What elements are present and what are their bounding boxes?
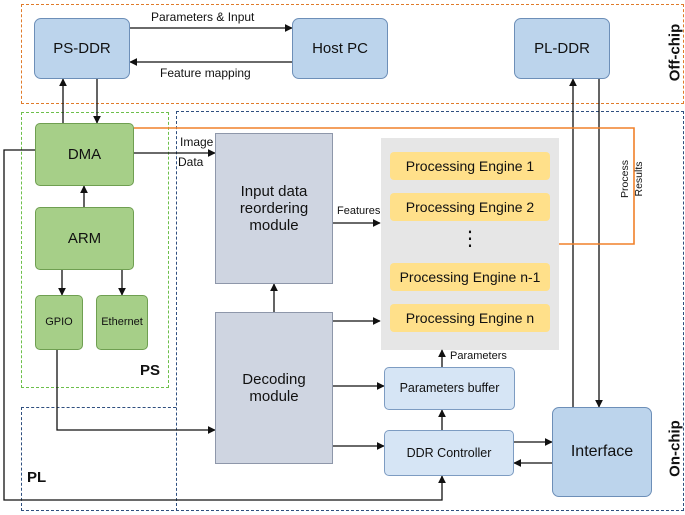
label-results: Results <box>633 161 645 197</box>
on-chip-label: On-chip <box>666 420 684 477</box>
gpio-block: GPIO <box>35 295 83 350</box>
arm-block: ARM <box>35 207 134 270</box>
on-chip-region <box>21 407 684 511</box>
label-image: Image <box>180 135 214 149</box>
on-chip-region-top-edge <box>21 407 176 408</box>
processing-engine-1: Processing Engine 1 <box>390 152 550 180</box>
ps-label: PS <box>140 362 161 379</box>
label-params-input: Parameters & Input <box>151 10 255 24</box>
host-pc-block: Host PC <box>292 18 388 79</box>
label-parameters: Parameters <box>450 350 507 362</box>
label-process: Process <box>619 160 631 198</box>
ddr-controller-block: DDR Controller <box>384 430 514 476</box>
process-results-line <box>134 127 635 245</box>
processing-engine-ellipsis: ⋮ <box>460 227 480 250</box>
dma-block: DMA <box>35 123 134 186</box>
ps-region <box>21 112 169 388</box>
parameters-buffer-block: Parameters buffer <box>384 367 515 410</box>
pl-label: PL <box>27 469 47 486</box>
interface-block: Interface <box>552 407 652 497</box>
wire-gpio-to-decoding <box>56 350 216 434</box>
wire-dma-to-ddrctrl <box>3 149 446 501</box>
input-data-reordering-block: Input data reordering module <box>215 133 333 284</box>
label-feature-mapping: Feature mapping <box>160 66 251 80</box>
label-data: Data <box>178 155 204 169</box>
ethernet-block: Ethernet <box>96 295 148 350</box>
off-chip-label: Off-chip <box>666 23 684 82</box>
processing-engine-n-minus-1: Processing Engine n-1 <box>390 263 550 291</box>
off-chip-region <box>21 4 684 104</box>
ps-ddr-block: PS-DDR <box>34 18 130 79</box>
processing-engine-2: Processing Engine 2 <box>390 193 550 221</box>
label-features: Features <box>337 205 381 217</box>
pl-ddr-block: PL-DDR <box>514 18 610 79</box>
processing-engine-n: Processing Engine n <box>390 304 550 332</box>
decoding-module-block: Decoding module <box>215 312 333 464</box>
